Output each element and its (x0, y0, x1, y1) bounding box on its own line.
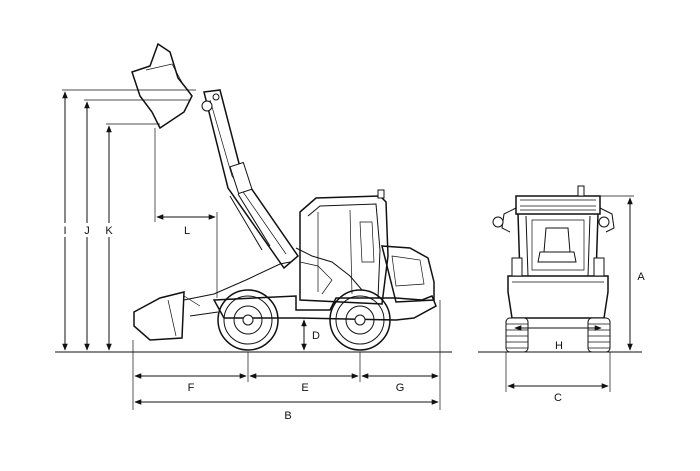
dim-label-K: K (105, 225, 113, 237)
raised-bucket (131, 42, 193, 130)
side-view-machine (131, 42, 437, 351)
telescopic-boom (203, 89, 300, 270)
lowered-bucket (133, 291, 185, 341)
dim-label-L: L (184, 225, 190, 237)
dim-label-B: B (284, 410, 291, 422)
dim-label-A: A (637, 271, 645, 283)
front-cab-roof (515, 195, 601, 215)
front-view-machine (492, 185, 615, 353)
dim-label-F: F (188, 382, 195, 394)
front-seat (543, 227, 571, 253)
rear-wheel-side (217, 289, 279, 351)
dim-label-D: D (312, 330, 320, 342)
engine-hood (381, 245, 435, 303)
chassis (212, 295, 437, 321)
dim-label-I: I (63, 225, 66, 237)
front-wheel-side (329, 289, 391, 351)
dim-label-J: J (84, 225, 90, 237)
dim-label-G: G (396, 382, 405, 394)
dim-label-H: H (555, 340, 563, 352)
operator-cab (299, 195, 389, 305)
dim-label-C: C (554, 392, 562, 404)
dim-label-E: E (301, 382, 308, 394)
